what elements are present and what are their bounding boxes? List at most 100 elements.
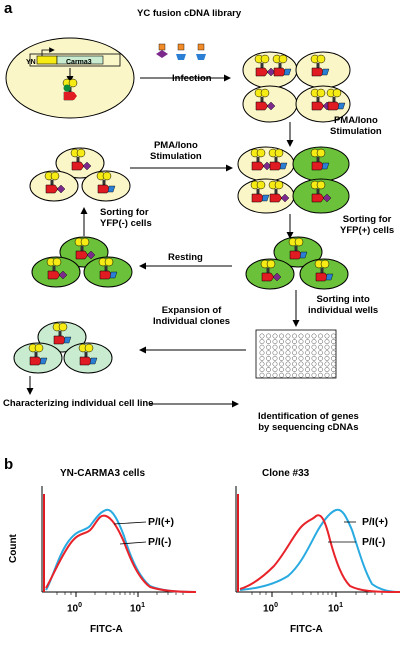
- well: [279, 361, 284, 367]
- well: [331, 350, 336, 356]
- well: [285, 367, 291, 373]
- panel-b-letter: b: [4, 456, 14, 473]
- well: [331, 339, 336, 345]
- well: [318, 350, 323, 356]
- chart1-legend-neg: P/I(-): [148, 536, 172, 548]
- well: [298, 339, 304, 345]
- well: [272, 355, 278, 361]
- well: [279, 367, 284, 373]
- well: [298, 361, 304, 367]
- well: [272, 367, 278, 373]
- well: [311, 333, 317, 339]
- well: [272, 333, 278, 339]
- well: [324, 350, 330, 356]
- well: [318, 361, 323, 367]
- chart2-xlabel: FITC-A: [290, 624, 323, 635]
- chart2-tick-1: 101: [328, 602, 344, 615]
- yn-box: [36, 55, 58, 65]
- well: [292, 355, 297, 361]
- well: [324, 344, 330, 350]
- well: [266, 367, 271, 373]
- chart2-tick-0: 100: [263, 602, 279, 615]
- well: [305, 350, 310, 356]
- chart1-tick-1: 101: [130, 602, 146, 615]
- well: [292, 372, 297, 378]
- well: [266, 361, 271, 367]
- well: [305, 361, 310, 367]
- well: [285, 339, 291, 345]
- well: [285, 355, 291, 361]
- well: [272, 350, 278, 356]
- infected-cells: [242, 51, 351, 123]
- well: [259, 372, 265, 378]
- plasmid-construct: [29, 53, 121, 67]
- chart1-series-neg: [45, 514, 197, 593]
- well: [298, 350, 304, 356]
- well: [292, 350, 297, 356]
- well: [279, 355, 284, 361]
- carma3-box: [56, 55, 104, 65]
- well: [318, 344, 323, 350]
- well: [305, 367, 310, 373]
- well: [311, 361, 317, 367]
- well: [305, 339, 310, 345]
- well: [266, 344, 271, 350]
- well: [324, 333, 330, 339]
- well: [305, 355, 310, 361]
- well: [298, 355, 304, 361]
- well: [311, 339, 317, 345]
- well: [331, 361, 336, 367]
- well: [318, 367, 323, 373]
- well: [305, 333, 310, 339]
- well: [272, 344, 278, 350]
- chart1-title: YN-CARMA3 cells: [60, 468, 146, 479]
- well: [298, 367, 304, 373]
- well: [279, 372, 284, 378]
- well: [324, 355, 330, 361]
- chart2-legend-neg: P/I(-): [362, 536, 386, 548]
- well: [285, 333, 291, 339]
- well: [266, 355, 271, 361]
- well: [298, 372, 304, 378]
- well: [311, 350, 317, 356]
- well: [259, 350, 265, 356]
- well: [279, 333, 284, 339]
- well: [279, 344, 284, 350]
- well-plate: [255, 329, 337, 379]
- carma3-label: Carma3: [66, 59, 92, 66]
- chart1-tick-0: 100: [67, 602, 83, 615]
- characterize-label: Characterizing individual cell line: [3, 398, 154, 409]
- library-title: YC fusion cDNA library: [137, 8, 242, 19]
- well: [279, 350, 284, 356]
- well: [331, 367, 336, 373]
- well: [266, 333, 271, 339]
- yfp-positive-cells: [245, 236, 349, 290]
- well: [259, 344, 265, 350]
- resting-label: Resting: [168, 252, 203, 263]
- well: [292, 344, 297, 350]
- well: [324, 367, 330, 373]
- well: [292, 339, 297, 345]
- well: [266, 350, 271, 356]
- expanded-clone-cells: [13, 321, 113, 374]
- resting-cells: [31, 236, 133, 288]
- well: [298, 344, 304, 350]
- well: [285, 350, 291, 356]
- well: [259, 339, 265, 345]
- well: [292, 367, 297, 373]
- yn-label: YN: [26, 59, 36, 66]
- well: [311, 367, 317, 373]
- well: [298, 333, 304, 339]
- cdna-library-proteins: [156, 43, 206, 60]
- well: [311, 344, 317, 350]
- well: [324, 372, 330, 378]
- infection-label: Infection: [172, 73, 212, 84]
- well: [285, 372, 291, 378]
- well: [259, 367, 265, 373]
- well: [305, 372, 310, 378]
